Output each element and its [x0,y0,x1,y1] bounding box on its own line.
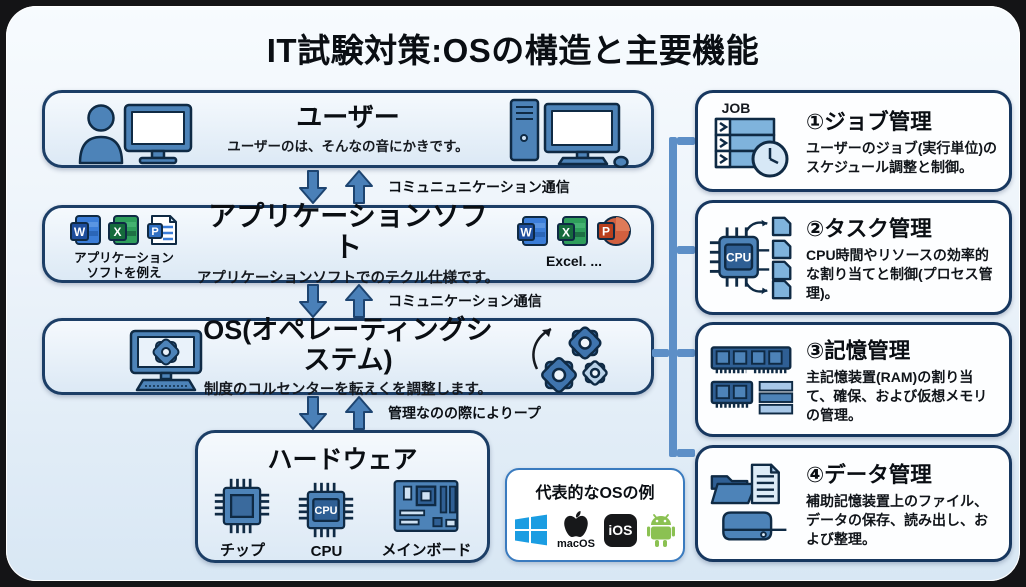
arrow-up-icon [345,283,373,318]
job-list-clock-icon: JOB [714,100,789,178]
svg-text:P: P [151,226,158,238]
function-box-task: CPU ②タスク管理 CPU時間やリソースの効率的な割り当 [695,200,1012,315]
chip-icon [215,478,270,534]
svg-text:P: P [602,225,610,239]
macos-label: macOS [557,538,595,550]
svg-text:CPU: CPU [315,505,338,517]
connector-label: コミュニュニケーション通信 [388,178,570,195]
stub-os-line [652,349,669,357]
arrow-down-icon [299,169,327,204]
computer-gear-icon [111,328,221,397]
os-examples-box: 代表的なOSの例 macOS iOS [505,468,685,562]
svg-text:JOB: JOB [722,100,751,116]
gears-icon [523,321,627,402]
svg-text:CPU: CPU [726,250,751,264]
app-layer-text: アプリケーションソフト アプリケーションソフトでのテクル仕様です。 [195,201,501,288]
user-layer-title: ユーザー [296,101,400,132]
connector-label: 管理なのの際によりープ [388,404,541,421]
macos-item: macOS [557,510,595,550]
ram-memory-icon [710,345,794,414]
user-app-connector: コミュニュニケーション通信 [298,168,570,205]
page-title: IT試験対策:OSの構造と主要機能 [266,32,760,69]
function-title: ③記憶管理 [806,338,911,363]
os-examples-title: 代表的なOSの例 [535,485,655,502]
svg-text:X: X [562,226,570,240]
user-layer-text: ユーザー ユーザーのは、そんなの音にかきです。 [195,101,501,155]
stub-memory-line [677,349,695,357]
powerpoint-icon: P [597,216,631,246]
desktop-pc-icon [503,96,635,173]
apple-logo-icon [564,511,588,537]
function-desc: ユーザーのジョブ(実行単位)のスケジュール調整と制御。 [806,139,998,175]
hardware-item-chip: チップ [213,477,271,560]
function-box-job: JOB ①ジョブ管理 ユーザーのジョブ(実行単位)のスケジュー [695,90,1012,192]
excel-icon: X [108,215,139,245]
excel-icon: X [557,216,588,246]
arrow-up-icon [345,169,373,204]
layer-os: OS(オペレーティングシステム) 制度のコルセンターを転えくを調整します。 [42,314,654,398]
app-layer-subtitle: アプリケーションソフトでのテクル仕様です。 [196,270,500,287]
arrow-up-icon [345,395,373,430]
windows-logo-icon [515,514,548,546]
word-icon: W [517,216,548,246]
arrow-down-icon [299,395,327,430]
app-left-caption-line2: ソフトを例え [86,266,162,280]
layer-application: W X P [42,201,654,286]
os-hardware-connector: 管理なのの際によりープ [298,395,541,430]
hardware-item-label: メインボード [381,542,472,559]
os-layer-text: OS(オペレーティングシステム) 制度のコルセンターを転えくを調整します。 [195,314,501,398]
arrow-down-icon [299,283,327,318]
cpu-icon: CPU [299,482,354,538]
user-layer-subtitle: ユーザーのは、そんなの音にかきです。 [227,139,469,155]
connector-label: コミュニケーション通信 [388,292,542,309]
os-layer-title: OS(オペレーティングシステム) [203,314,493,375]
app-left-caption-line1: アプリケーション [74,251,174,265]
hardware-title: ハードウェア [267,446,418,474]
layer-user: ユーザー ユーザーのは、そんなの音にかきです。 [42,90,654,170]
document-p-icon: P [147,215,177,245]
hardware-item-cpu: CPU CPU [297,481,355,560]
app-examples-left: W X P [59,214,189,281]
ios-badge-icon: iOS [603,513,637,547]
cpu-task-icon: CPU [709,216,792,299]
word-icon: W [70,215,101,245]
trunk-connector-line [669,137,677,457]
svg-text:W: W [520,226,532,240]
stub-job-line [677,137,695,145]
android-robot-icon [646,514,675,547]
hardware-item-label: CPU [310,543,343,560]
svg-text:W: W [74,225,86,239]
app-os-connector: コミュニケーション通信 [298,283,542,318]
app-right-caption: Excel. ... [545,253,603,269]
function-box-data: ④データ管理 補助記憶装置上のファイル、データの保存、読み出し、および整理。 [695,445,1012,562]
hardware-item-motherboard: メインボード [381,477,472,560]
stub-data-line [677,449,695,457]
function-box-memory: ③記憶管理 主記憶装置(RAM)の割り当て、確保、および仮想メモリの管理。 [695,322,1012,437]
folder-file-drive-icon [710,463,787,541]
function-desc: 主記憶装置(RAM)の割り当て、確保、および仮想メモリの管理。 [806,368,988,424]
layer-hardware: ハードウェア チップ [195,430,490,563]
function-title: ②タスク管理 [806,216,932,241]
motherboard-icon [394,479,459,533]
stub-task-line [677,246,695,254]
svg-text:X: X [113,225,121,239]
function-desc: 補助記憶装置上のファイル、データの保存、読み出し、および整理。 [806,492,988,548]
hardware-item-label: チップ [219,542,265,559]
function-title: ④データ管理 [806,462,932,487]
function-title: ①ジョブ管理 [806,109,932,134]
function-desc: CPU時間やリソースの効率的な割り当てと制御(プロセス管理)。 [806,246,993,302]
user-with-monitor-icon [73,101,207,170]
app-examples-right: W X P Excel. ... [513,215,635,270]
os-layer-subtitle: 制度のコルセンターを転えくを調整します。 [203,381,493,398]
app-layer-title: アプリケーションソフト [208,200,488,263]
